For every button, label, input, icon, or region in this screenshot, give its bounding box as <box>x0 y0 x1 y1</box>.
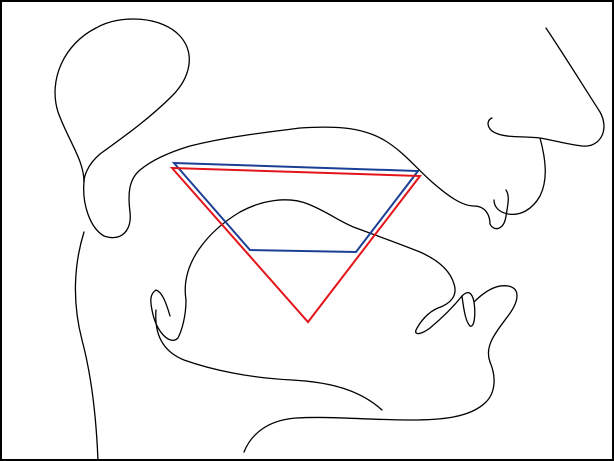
jaw-contour <box>244 362 494 452</box>
tongue-root-contour <box>156 310 382 410</box>
pharynx-wall-contour <box>75 232 98 461</box>
vowel-trapezoid <box>174 163 418 252</box>
lower-lip-contour <box>474 286 517 362</box>
upper-teeth-contour <box>490 190 508 229</box>
vocal-tract-outline <box>55 19 604 461</box>
lower-teeth-contour <box>462 293 475 327</box>
upper-lip-contour <box>494 138 545 214</box>
tongue-tip-contour <box>416 284 462 334</box>
velum-contour <box>55 28 490 238</box>
nose-contour <box>488 28 604 146</box>
occipital-contour <box>84 19 189 182</box>
vowel-triangle <box>172 168 420 322</box>
tongue-contour <box>185 200 454 300</box>
